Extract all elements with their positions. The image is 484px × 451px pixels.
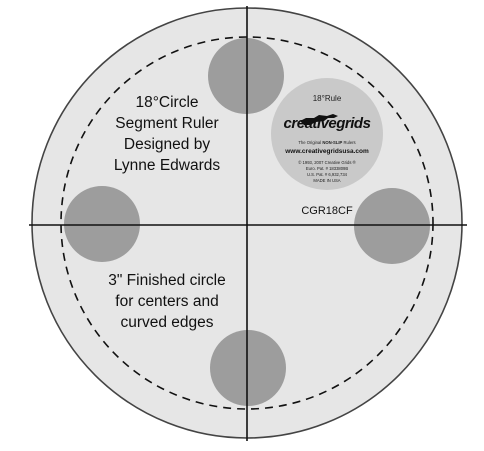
title-line-3: Designed by [123,136,211,153]
brand-word-2: grids [336,115,371,132]
finished-line-3: curved edges [120,314,214,331]
dog-logo-icon [300,114,338,125]
brand-wordmark: creativegrids [272,116,382,131]
logo-copyright: © 1993, 2007 Creative Grids ® [298,160,356,165]
logo-made-in: MADE IN USA [313,178,341,183]
tagline-part-3: Rulers [343,140,356,145]
title-line-4: Lynne Edwards [113,157,221,174]
title-block: 18°Circle Segment Ruler Designed by Lynn… [92,92,242,176]
marker-circle-right [354,188,430,264]
rule-label: 18°Rule [312,94,342,103]
title-line-2: Segment Ruler [115,115,219,132]
logo-us-patent: U.S. Pat. # 6,932,734 [306,172,348,177]
finished-circle-note: 3" Finished circle for centers and curve… [92,270,242,333]
model-number: CGR18CF [301,205,353,217]
marker-circle-top [208,38,284,114]
finished-line-2: for centers and [115,293,219,310]
marker-circle-left [64,186,140,262]
tagline: The Original NON-SLIP Rulers [280,140,374,146]
logo-badge [271,78,383,190]
logo-euro-patent: Euro. Pat. # 1833809B [305,166,349,171]
title-line-1: 18°Circle [135,94,199,111]
brand-word-1: creative [283,115,337,132]
finished-line-1: 3" Finished circle [108,272,226,289]
tagline-part-2: NON-SLIP [322,140,343,145]
dashed-seam-circle [60,36,434,410]
tagline-part-1: The Original [298,140,322,145]
website-url: www.creativegridsusa.com [285,148,369,155]
marker-circle-bottom [210,330,286,406]
